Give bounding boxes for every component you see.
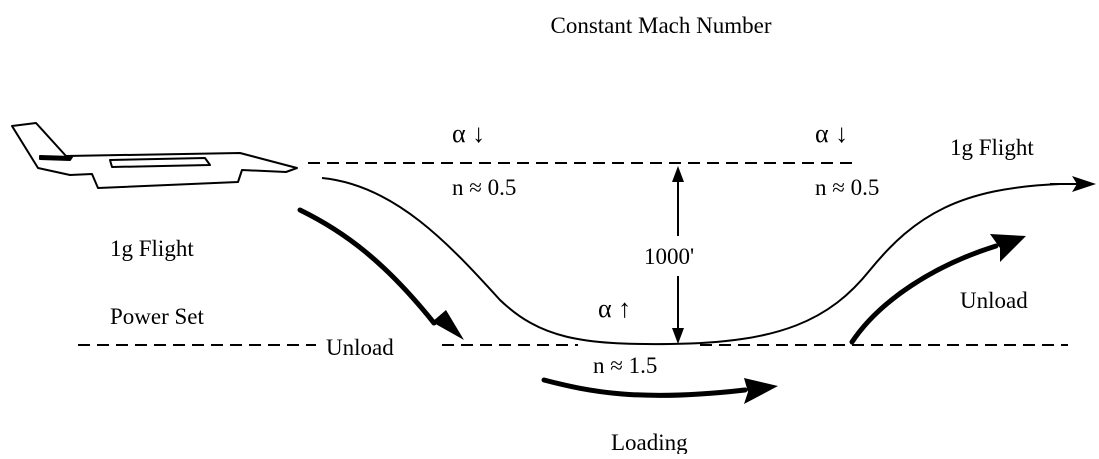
- label-n-right: n ≈ 0.5: [815, 175, 879, 200]
- unload-left-arrow: [300, 210, 464, 340]
- label-loading: Loading: [611, 430, 688, 454]
- label-unload-left: Unload: [326, 335, 394, 360]
- label-alpha-down-left: α ↓: [452, 119, 485, 148]
- label-unload-right: Unload: [960, 288, 1028, 313]
- label-altitude: 1000': [644, 244, 694, 269]
- label-alpha-up: α ↑: [598, 294, 631, 323]
- label-n-bottom: n ≈ 1.5: [593, 353, 657, 378]
- label-alpha-down-right: α ↓: [815, 119, 848, 148]
- label-power-set: Power Set: [110, 304, 205, 329]
- diagram-title: Constant Mach Number: [550, 13, 771, 38]
- label-1g-flight-left: 1g Flight: [110, 236, 194, 261]
- label-1g-flight-right: 1g Flight: [950, 135, 1034, 160]
- label-n-left: n ≈ 0.5: [452, 175, 516, 200]
- jet-aircraft-icon: [12, 123, 297, 188]
- loading-arrow: [544, 378, 778, 404]
